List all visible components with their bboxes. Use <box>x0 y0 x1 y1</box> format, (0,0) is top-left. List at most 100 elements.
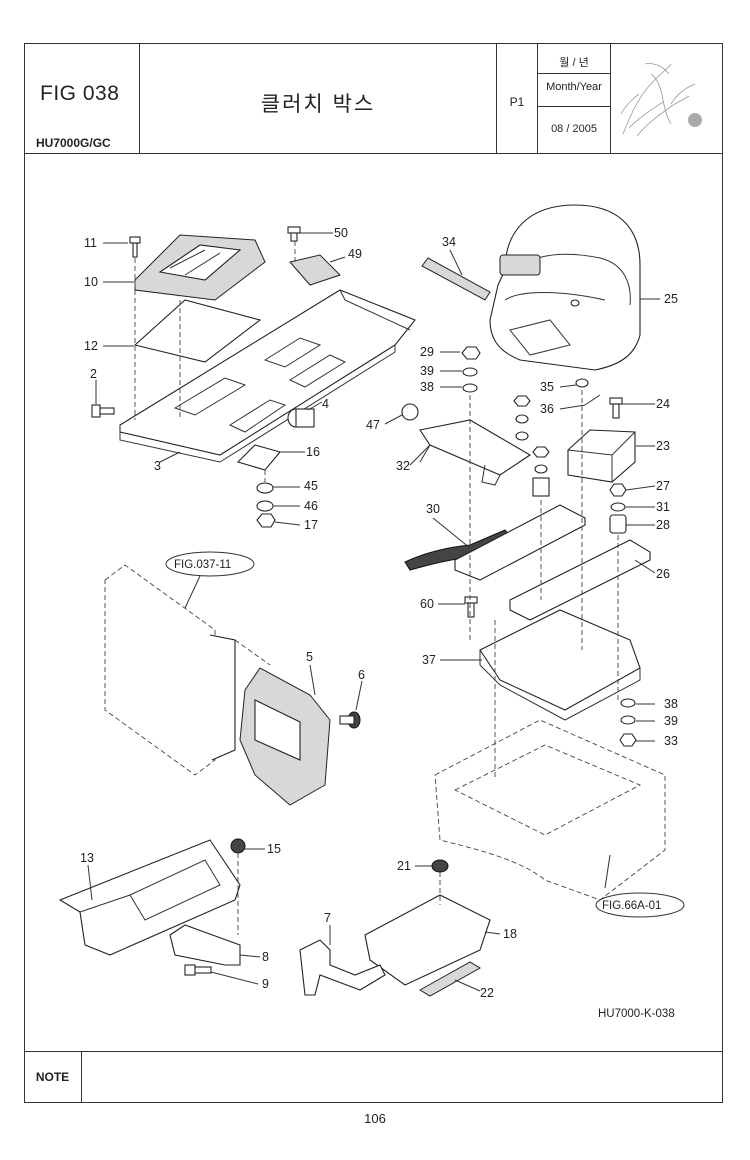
l-bracket-icon <box>169 924 241 966</box>
callout-21: 21 <box>397 859 411 873</box>
callout-26: 26 <box>656 567 670 581</box>
callout-46: 46 <box>304 499 318 513</box>
main-bracket-icon <box>119 289 416 463</box>
spring-washer-icon <box>462 367 478 377</box>
callout-30: 30 <box>426 502 440 516</box>
callout-35: 35 <box>540 380 554 394</box>
nut-icon <box>256 513 276 528</box>
page-number: 106 <box>364 1111 386 1126</box>
callout-3: 3 <box>154 459 161 473</box>
clutch-box-bracket-icon <box>58 839 241 956</box>
callout-36: 36 <box>540 402 554 416</box>
callout-31: 31 <box>656 500 670 514</box>
callout-50: 50 <box>334 226 348 240</box>
callout-29: 29 <box>420 345 434 359</box>
fig-cell <box>24 43 140 153</box>
pin-icon <box>584 394 601 406</box>
header-divider <box>24 153 723 154</box>
seat-icon <box>489 204 641 371</box>
title-block <box>24 43 723 153</box>
bolt-icon <box>184 964 212 976</box>
nut-icon <box>461 346 481 360</box>
washer-icon <box>575 378 589 388</box>
bolt-icon <box>464 596 478 618</box>
reference-label-left: FIG.037-11 <box>174 559 231 571</box>
small-bracket-icon <box>236 444 281 471</box>
knob-icon <box>339 711 361 729</box>
callout-34: 34 <box>442 235 456 249</box>
callout-33: 33 <box>664 734 678 748</box>
knob-icon <box>230 838 246 854</box>
callout-18: 18 <box>503 927 517 941</box>
bolt-icon <box>287 226 301 242</box>
callout-45: 45 <box>304 479 318 493</box>
callout-15: 15 <box>267 842 281 856</box>
pad-plate-icon <box>133 299 262 363</box>
rod-icon <box>421 257 491 301</box>
month-year-label-en: Month/Year <box>546 81 602 93</box>
date-divider <box>538 73 610 74</box>
callout-24: 24 <box>656 397 670 411</box>
bolt-icon <box>91 404 115 418</box>
callout-16: 16 <box>306 445 320 459</box>
washer-icon <box>256 482 274 494</box>
callout-7: 7 <box>324 911 331 925</box>
reference-panel-outline <box>104 564 216 776</box>
page-title: 클러치 박스 <box>260 93 376 116</box>
month-year-label-kr: 월 / 년 <box>559 57 589 69</box>
callout-9: 9 <box>262 977 269 991</box>
reference-oval-left <box>165 551 255 577</box>
callout-23: 23 <box>656 439 670 453</box>
callout-8: 8 <box>262 950 269 964</box>
page-frame <box>24 43 723 1103</box>
callout-6: 6 <box>358 668 365 682</box>
callout-27: 27 <box>656 479 670 493</box>
date-divider <box>538 106 610 107</box>
drawing-code: HU7000-K-038 <box>598 1008 675 1020</box>
fig-number: FIG 038 <box>40 82 120 105</box>
switch-box-icon <box>567 429 636 483</box>
reference-label-right: FIG.66A-01 <box>602 900 661 912</box>
callout-17: 17 <box>304 518 318 532</box>
callout-12: 12 <box>84 339 98 353</box>
seat-rail-icon <box>509 539 651 621</box>
spring-washer-icon <box>256 500 274 512</box>
callout-13: 13 <box>80 851 94 865</box>
page-code-cell <box>497 43 538 153</box>
callout-22: 22 <box>480 986 494 1000</box>
seat-base-bracket-icon <box>479 609 641 721</box>
note-label: NOTE <box>24 1051 82 1103</box>
exploded-parts-diagram: 11 10 12 2 3 50 49 4 16 45 46 17 34 25 2… <box>58 204 685 1020</box>
cover-plate-icon <box>134 234 266 301</box>
callout-2: 2 <box>90 367 97 381</box>
shaft-icon <box>287 408 315 428</box>
rubber-strip-icon <box>419 961 481 997</box>
callout-49: 49 <box>348 247 362 261</box>
adjuster-handle-icon <box>404 504 586 581</box>
callout-38-b: 38 <box>664 697 678 711</box>
date-cell <box>538 43 611 153</box>
approval-stamp-graphic <box>620 63 702 137</box>
callout-10: 10 <box>84 275 98 289</box>
mount-bracket-icon <box>299 939 386 996</box>
bolt-icon <box>609 397 623 419</box>
callout-39: 39 <box>420 364 434 378</box>
callout-5: 5 <box>306 650 313 664</box>
model-name: HU7000G/GC <box>36 136 111 150</box>
callout-25: 25 <box>664 292 678 306</box>
title-cell <box>140 43 497 153</box>
shield-cover-icon <box>364 894 491 986</box>
revision-date: 08 / 2005 <box>551 123 597 135</box>
callout-11: 11 <box>84 236 97 250</box>
callout-32: 32 <box>396 459 410 473</box>
callout-47: 47 <box>366 418 380 432</box>
side-cover-icon <box>239 667 331 806</box>
bolt-icon <box>129 236 141 258</box>
note-row <box>24 1051 723 1103</box>
callout-4: 4 <box>322 397 329 411</box>
callout-39-b: 39 <box>664 714 678 728</box>
callout-28: 28 <box>656 518 670 532</box>
lever-arm-icon <box>401 403 532 486</box>
page-code: P1 <box>509 95 525 109</box>
knob-icon <box>431 859 449 873</box>
